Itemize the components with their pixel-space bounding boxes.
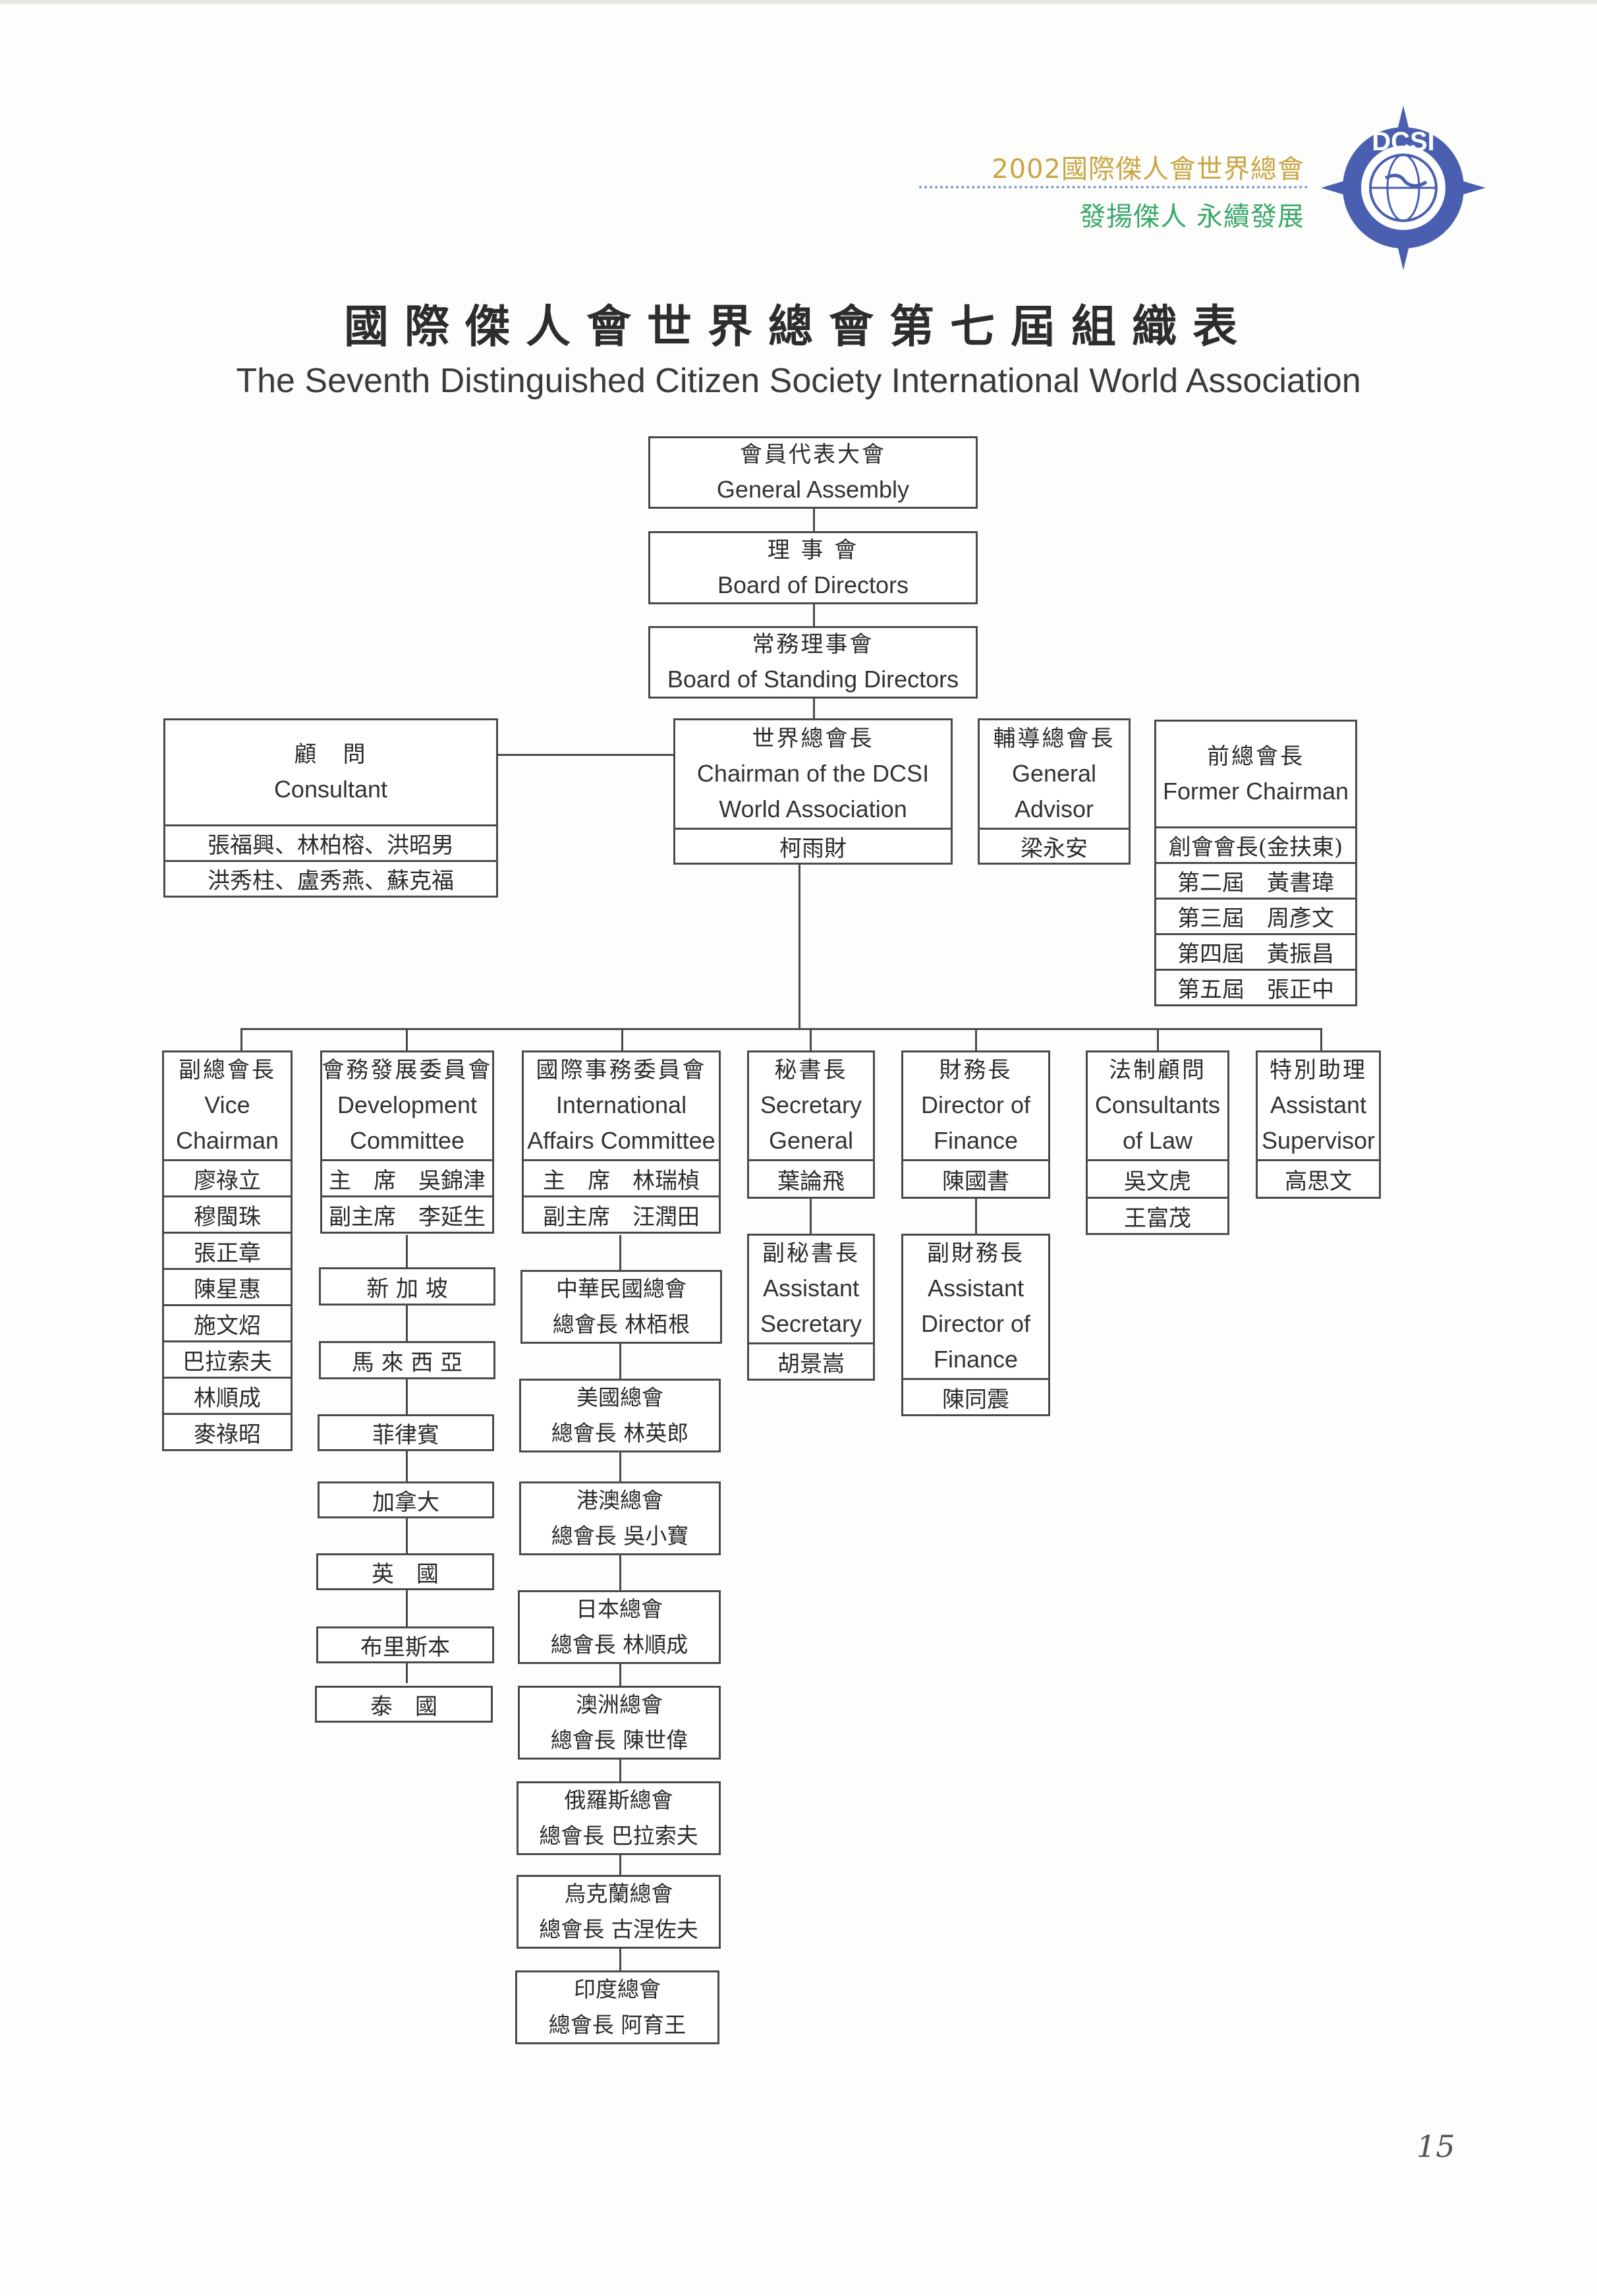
development-country: 英 國: [316, 1553, 494, 1590]
chart-title-english: The Seventh Distinguished Citizen Societ…: [236, 362, 1361, 400]
director-of-finance-name: 陳國書: [901, 1159, 1050, 1199]
branch-box: 港澳總會總會長 吳小寶: [519, 1481, 721, 1555]
connector: [813, 697, 815, 721]
secretary-general-name: 葉論飛: [747, 1159, 875, 1199]
connector: [1157, 1028, 1159, 1052]
vice-chairman-member: 張正章: [162, 1232, 293, 1270]
former-chairman-row: 第二屆 黃書瑋: [1154, 862, 1357, 900]
former-chairman-row: 第五屆 張正中: [1154, 969, 1357, 1006]
consultant-member-row: 洪秀柱、盧秀燕、蘇克福: [163, 860, 498, 898]
connector: [810, 1198, 812, 1235]
vice-chairman-member: 麥祿昭: [162, 1413, 293, 1451]
development-officer: 主 席 吳錦津: [320, 1159, 494, 1197]
connector: [621, 1028, 623, 1052]
branch-box: 澳洲總會總會長 陳世偉: [518, 1686, 721, 1760]
connector: [406, 1235, 408, 1683]
connector: [1320, 1028, 1322, 1052]
chart-title-chinese: 國際傑人會世界總會第七屆組織表: [343, 301, 1253, 353]
branch-box: 日本總會總會長 林順成: [518, 1590, 721, 1664]
branch-box: 烏克蘭總會總會長 古涅佐夫: [517, 1875, 721, 1949]
logo-text: DCSI: [1372, 127, 1435, 156]
vice-chairman-member: 施文炤: [162, 1304, 293, 1342]
connector: [810, 1028, 812, 1052]
dcsi-logo: DCSI: [1321, 105, 1486, 270]
connector: [813, 603, 815, 628]
assistant-supervisor-name: 高思文: [1256, 1159, 1381, 1199]
development-officer: 副主席 李延生: [320, 1195, 494, 1234]
international-officer: 主 席 林瑞楨: [522, 1159, 721, 1197]
connector: [240, 1028, 1322, 1030]
law-consultant-member: 王富茂: [1086, 1197, 1229, 1235]
dotted-divider: [919, 186, 1308, 188]
connector: [406, 1028, 408, 1052]
development-country: 新 加 坡: [319, 1267, 495, 1306]
development-country: 馬 來 西 亞: [319, 1341, 495, 1379]
chairman-name: 柯雨財: [673, 828, 953, 865]
top-edge-line: [0, 0, 1597, 4]
event-slogan: 發揚傑人 永續發展: [1079, 202, 1304, 232]
connector: [240, 1028, 242, 1052]
development-country: 布里斯本: [316, 1626, 494, 1663]
assistant-secretary-name: 胡景嵩: [747, 1342, 875, 1381]
branch-box: 印度總會總會長 阿育王: [515, 1970, 719, 2044]
vice-chairman-member: 廖祿立: [162, 1159, 293, 1197]
consultant-member-row: 張福興、林柏榕、洪昭男: [163, 824, 498, 862]
development-country: 泰 國: [315, 1686, 493, 1723]
vice-chairman-member: 穆閩珠: [162, 1195, 293, 1234]
connector: [497, 754, 675, 756]
connector: [813, 507, 815, 532]
event-title: 2002國際傑人會世界總會: [992, 154, 1304, 185]
vice-chairman-member: 陳星惠: [162, 1268, 293, 1306]
former-chairman-row: 創會會長(金扶東): [1154, 826, 1357, 864]
development-country: 加拿大: [318, 1481, 494, 1518]
vice-chairman-member: 巴拉索夫: [162, 1340, 293, 1379]
branch-box: 美國總會總會長 林英郎: [519, 1379, 721, 1452]
law-consultant-member: 吳文虎: [1086, 1159, 1229, 1199]
assistant-finance-name: 陳同震: [901, 1378, 1050, 1416]
connector: [975, 1198, 977, 1235]
page-number: 15: [1416, 2129, 1455, 2164]
former-chairman-row: 第三屆 周彥文: [1154, 898, 1357, 935]
connector: [798, 863, 800, 1030]
branch-box: 中華民國總會總會長 林栢根: [520, 1270, 722, 1344]
international-officer: 副主席 汪潤田: [522, 1195, 721, 1234]
vice-chairman-member: 林順成: [162, 1377, 293, 1415]
development-country: 菲律賓: [318, 1414, 494, 1451]
branch-box: 俄羅斯總會總會長 巴拉索夫: [517, 1781, 721, 1855]
connector: [975, 1028, 977, 1052]
general-advisor-name: 梁永安: [978, 828, 1131, 865]
former-chairman-row: 第四屆 黃振昌: [1154, 933, 1357, 971]
